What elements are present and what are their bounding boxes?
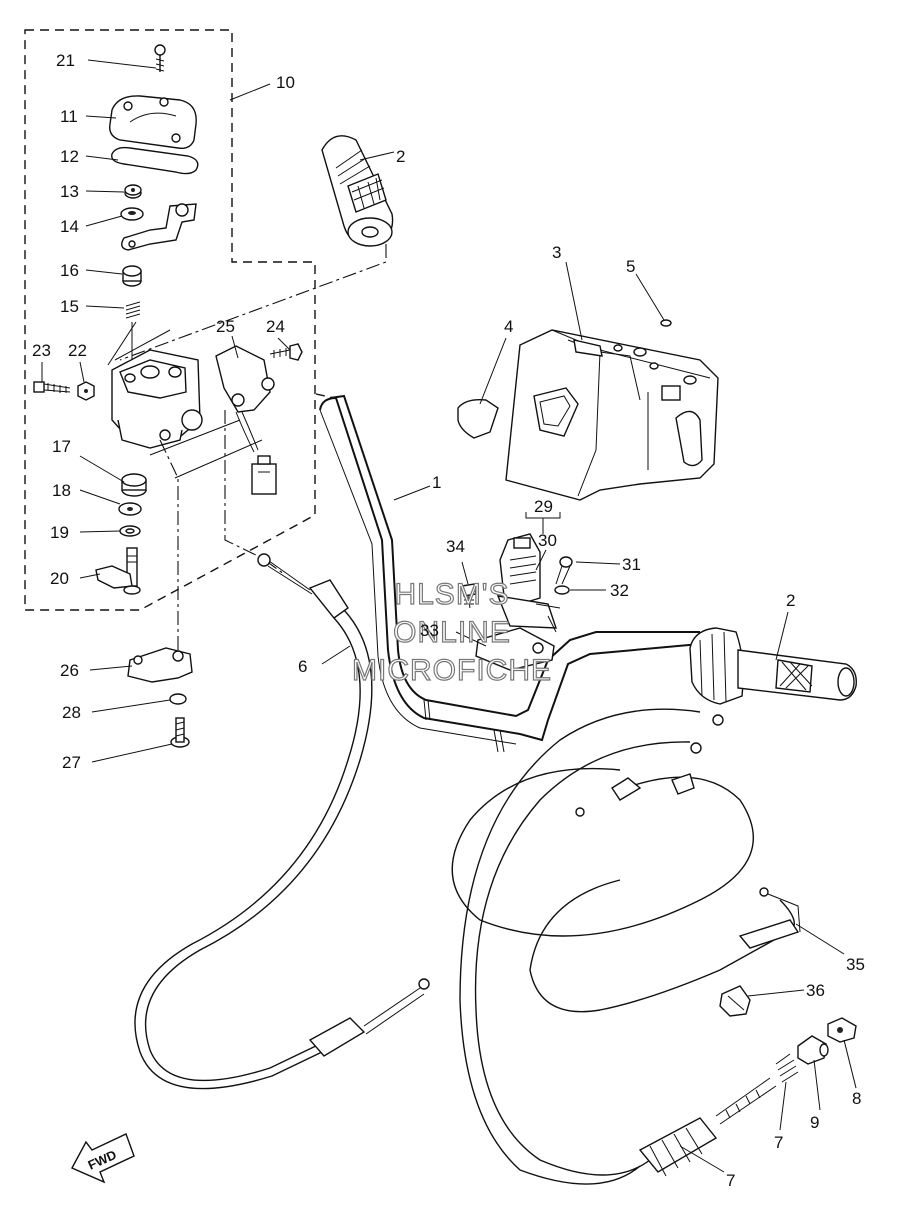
callout-36: 35 xyxy=(846,955,865,974)
callout-11: 10 xyxy=(276,73,295,92)
plug-5 xyxy=(660,319,672,327)
gasket-13 xyxy=(111,146,199,175)
callout-30: 29 xyxy=(534,497,553,516)
callout-33: 32 xyxy=(610,581,629,600)
screw-22 xyxy=(154,44,166,72)
lever-15 xyxy=(121,203,197,251)
callout-20: 19 xyxy=(50,523,69,542)
callout-28: 27 xyxy=(62,753,81,772)
callout-31: 30 xyxy=(538,531,557,550)
washer-29 xyxy=(169,693,187,705)
callout-25: 24 xyxy=(266,317,285,336)
callout-22: 21 xyxy=(56,51,75,70)
handlebar-1 xyxy=(315,393,701,753)
callout-16: 15 xyxy=(60,297,79,316)
callout-18: 17 xyxy=(52,437,71,456)
nut-23 xyxy=(77,381,95,401)
fwd-arrow-icon: FWD xyxy=(71,1133,135,1184)
callout-5: 5 xyxy=(626,257,635,276)
callout-7: 7 xyxy=(726,1171,735,1190)
callout-15: 14 xyxy=(60,217,79,236)
lever-21 xyxy=(95,547,141,595)
cable-36 xyxy=(451,767,801,1013)
throttle-grip-2-right xyxy=(689,627,857,705)
wing-nut-8 xyxy=(827,1017,857,1043)
cable-upper xyxy=(459,708,724,1185)
assembly-boundary xyxy=(24,29,316,611)
clamp-27 xyxy=(127,647,193,683)
cable-7 xyxy=(638,1077,777,1177)
throttle-housing xyxy=(111,349,203,449)
callout-10: 9 xyxy=(810,1113,819,1132)
callout-14: 13 xyxy=(60,182,79,201)
callout-24: 23 xyxy=(32,341,51,360)
watermark-line-2: ONLINE xyxy=(393,616,511,649)
callout-17: 16 xyxy=(60,261,79,280)
bracket-34 xyxy=(475,627,555,671)
insert-4 xyxy=(457,398,499,439)
callout-23: 22 xyxy=(68,341,87,360)
callout-12: 11 xyxy=(60,107,78,126)
washer-19 xyxy=(118,502,142,516)
callout-6: 6 xyxy=(298,657,307,676)
spring-16 xyxy=(125,301,141,319)
lever-unit-30 xyxy=(496,533,557,629)
callout-numbers: 21 10 11 12 13 14 16 15 23 22 25 24 17 1… xyxy=(32,51,865,1190)
callout-3: 3 xyxy=(552,243,561,262)
callout-2-right: 2 xyxy=(786,591,795,610)
callout-34: 33 xyxy=(420,621,439,640)
callout-37: 36 xyxy=(806,981,825,1000)
callout-19: 18 xyxy=(52,481,71,500)
callout-35: 34 xyxy=(446,537,465,556)
callout-29: 28 xyxy=(62,703,81,722)
washer-33 xyxy=(554,585,570,595)
spring-9 xyxy=(775,1053,799,1083)
screw-35 xyxy=(461,583,477,609)
screw-28 xyxy=(170,717,190,748)
watermark-line-3: MICROFICHE xyxy=(352,654,552,687)
callout-8: 8 xyxy=(852,1089,861,1108)
callout-26: 25 xyxy=(216,317,235,336)
screw-32 xyxy=(555,556,573,585)
screw-25 xyxy=(269,343,303,361)
nut-14 xyxy=(124,184,142,199)
washer-20 xyxy=(119,525,141,537)
washer-15 xyxy=(120,207,144,221)
connector xyxy=(251,455,277,495)
adjuster-10 xyxy=(797,1035,829,1065)
callout-27: 26 xyxy=(60,661,79,680)
handlebar-cover-3 xyxy=(505,329,719,501)
switch-26 xyxy=(215,345,275,453)
leader-lines xyxy=(41,59,857,1173)
cover-12 xyxy=(109,95,197,150)
cable-6 xyxy=(134,553,430,1090)
clip-37 xyxy=(719,985,751,1017)
watermark-line-1: HLSM'S xyxy=(394,578,509,611)
bolt-24 xyxy=(33,381,71,393)
grip-2-left xyxy=(119,135,394,361)
callout-13: 12 xyxy=(60,147,79,166)
watermark: HLSM'S ONLINE MICROFICHE xyxy=(351,577,552,687)
callout-2-left: 2 xyxy=(396,147,405,166)
callout-21: 20 xyxy=(50,569,69,588)
bushing-18 xyxy=(121,473,147,497)
callout-4: 4 xyxy=(504,317,513,336)
bushing-17 xyxy=(122,265,142,287)
callout-9: 7 xyxy=(774,1133,783,1152)
callout-32: 31 xyxy=(622,555,641,574)
callout-1: 1 xyxy=(432,473,441,492)
